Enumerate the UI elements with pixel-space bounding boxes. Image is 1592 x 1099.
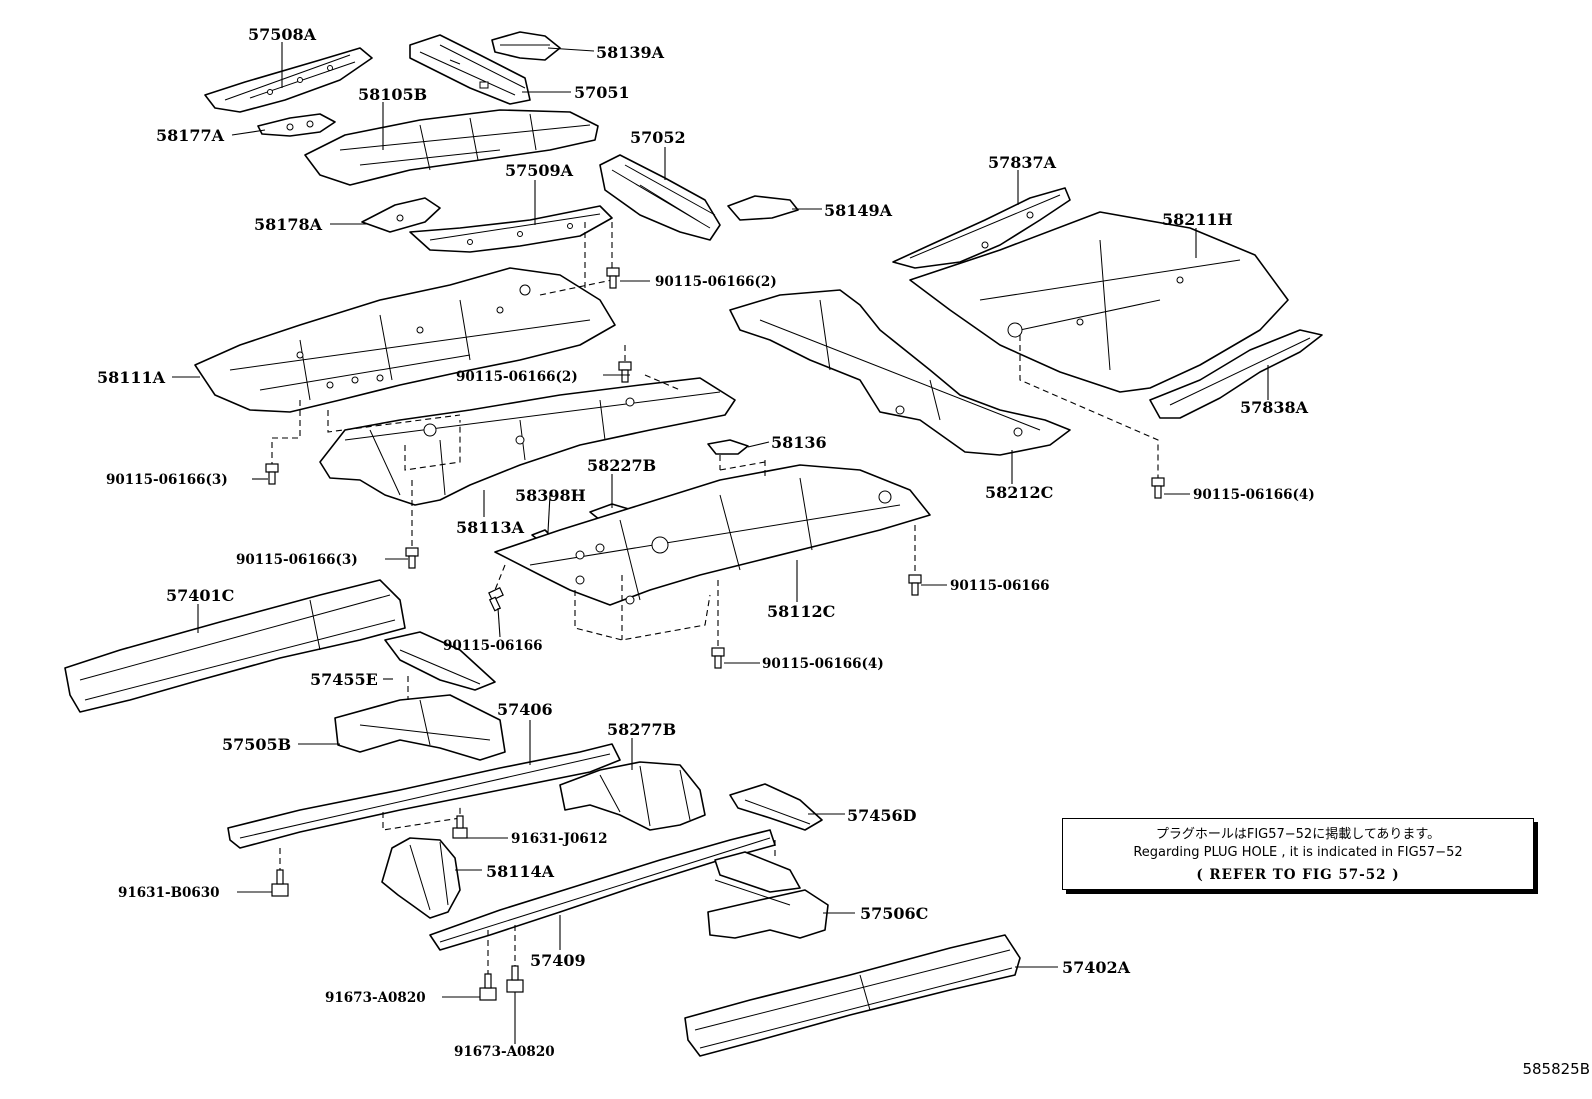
label-58177a: 58177A bbox=[156, 126, 225, 145]
part-57402a bbox=[684, 934, 1021, 1057]
bolt-icon bbox=[1151, 477, 1165, 499]
part-57455e bbox=[384, 631, 496, 691]
part-58105b bbox=[304, 109, 599, 186]
label-58212c: 58212C bbox=[985, 483, 1053, 502]
fastener-label: 91673-A0820 bbox=[325, 990, 426, 1006]
label-57409: 57409 bbox=[530, 951, 586, 970]
label-58149a: 58149A bbox=[824, 201, 893, 220]
bolt-icon bbox=[452, 815, 468, 839]
label-58105b: 58105B bbox=[358, 85, 427, 104]
bolt-icon bbox=[405, 547, 419, 569]
label-57455e: 57455E bbox=[310, 670, 378, 689]
label-57838a: 57838A bbox=[1240, 398, 1309, 417]
fastener-label: 90115-06166(2) bbox=[456, 369, 578, 385]
part-58111a bbox=[194, 267, 616, 413]
label-58398h: 58398H bbox=[515, 486, 586, 505]
part-58277b bbox=[559, 761, 706, 831]
part-57508a bbox=[204, 47, 373, 113]
figure-id: 585825B bbox=[1522, 1060, 1590, 1078]
part-58177a bbox=[257, 113, 336, 137]
label-58113a: 58113A bbox=[456, 518, 525, 537]
label-57052: 57052 bbox=[630, 128, 686, 147]
label-58111a: 58111A bbox=[97, 368, 166, 387]
dashed-guides bbox=[271, 222, 1159, 975]
part-58113a bbox=[319, 377, 736, 506]
bolt-icon bbox=[479, 973, 497, 1001]
part-57837a bbox=[892, 187, 1071, 269]
part-57509a bbox=[409, 205, 613, 253]
note-reference: ( REFER TO FIG 57-52 ) bbox=[1196, 867, 1400, 883]
part-57838a bbox=[1149, 329, 1323, 419]
label-57456d: 57456D bbox=[847, 806, 917, 825]
label-57509a: 57509A bbox=[505, 161, 574, 180]
label-57401c: 57401C bbox=[166, 586, 234, 605]
bolt-icon bbox=[606, 267, 620, 289]
part-58149a bbox=[727, 195, 799, 221]
part-58212c bbox=[729, 289, 1071, 456]
label-58227b: 58227B bbox=[587, 456, 656, 475]
fastener-label: 90115-06166(4) bbox=[762, 656, 884, 672]
part-57401c bbox=[64, 579, 406, 713]
part-58114a bbox=[381, 837, 461, 919]
fastener-label: 91673-A0820 bbox=[454, 1044, 555, 1060]
fastener-label: 90115-06166(3) bbox=[106, 472, 228, 488]
fastener-label: 91631-J0612 bbox=[511, 831, 608, 847]
label-57837a: 57837A bbox=[988, 153, 1057, 172]
fastener-label: 90115-06166 bbox=[950, 578, 1050, 594]
leader-lines bbox=[172, 42, 1269, 1044]
fastener-label: 90115-06166(2) bbox=[655, 274, 777, 290]
part-58211h bbox=[909, 211, 1289, 393]
note-box: プラグホールはFIG57−52に掲載してあります。 Regarding PLUG… bbox=[1062, 818, 1534, 890]
label-57508a: 57508A bbox=[248, 25, 317, 44]
label-58277b: 58277B bbox=[607, 720, 676, 739]
fastener-label: 91631-B0630 bbox=[118, 885, 220, 901]
bolt-icon bbox=[711, 647, 725, 669]
part-57505b bbox=[334, 694, 506, 761]
fastener-label: 90115-06166(3) bbox=[236, 552, 358, 568]
label-58136: 58136 bbox=[771, 433, 827, 452]
note-japanese: プラグホールはFIG57−52に掲載してあります。 bbox=[1155, 827, 1441, 842]
bolt-icon bbox=[908, 574, 922, 596]
part-58136 bbox=[707, 439, 749, 455]
bolt-icon bbox=[618, 361, 632, 383]
label-58114a: 58114A bbox=[486, 862, 555, 881]
label-58178a: 58178A bbox=[254, 215, 323, 234]
fastener-label: 90115-06166 bbox=[443, 638, 543, 654]
label-57051: 57051 bbox=[574, 83, 630, 102]
part-57506c bbox=[707, 851, 829, 939]
bolt-icon bbox=[506, 965, 524, 993]
label-58139a: 58139A bbox=[596, 43, 665, 62]
label-57402a: 57402A bbox=[1062, 958, 1131, 977]
part-57456d bbox=[729, 783, 823, 831]
label-58211h: 58211H bbox=[1162, 210, 1233, 229]
fastener-label: 90115-06166(4) bbox=[1193, 487, 1315, 503]
bolt-icon bbox=[271, 869, 289, 897]
label-57506c: 57506C bbox=[860, 904, 928, 923]
note-english: Regarding PLUG HOLE , it is indicated in… bbox=[1133, 845, 1463, 860]
label-57505b: 57505B bbox=[222, 735, 291, 754]
part-58112c bbox=[494, 464, 931, 606]
part-57052 bbox=[599, 154, 721, 241]
label-58112c: 58112C bbox=[767, 602, 835, 621]
part-57051 bbox=[409, 34, 531, 105]
part-58178a bbox=[361, 197, 441, 233]
label-57406: 57406 bbox=[497, 700, 553, 719]
bolt-icon bbox=[265, 463, 279, 485]
bolt-icon bbox=[488, 587, 504, 612]
part-57406 bbox=[227, 743, 621, 849]
part-58139a bbox=[491, 31, 561, 61]
